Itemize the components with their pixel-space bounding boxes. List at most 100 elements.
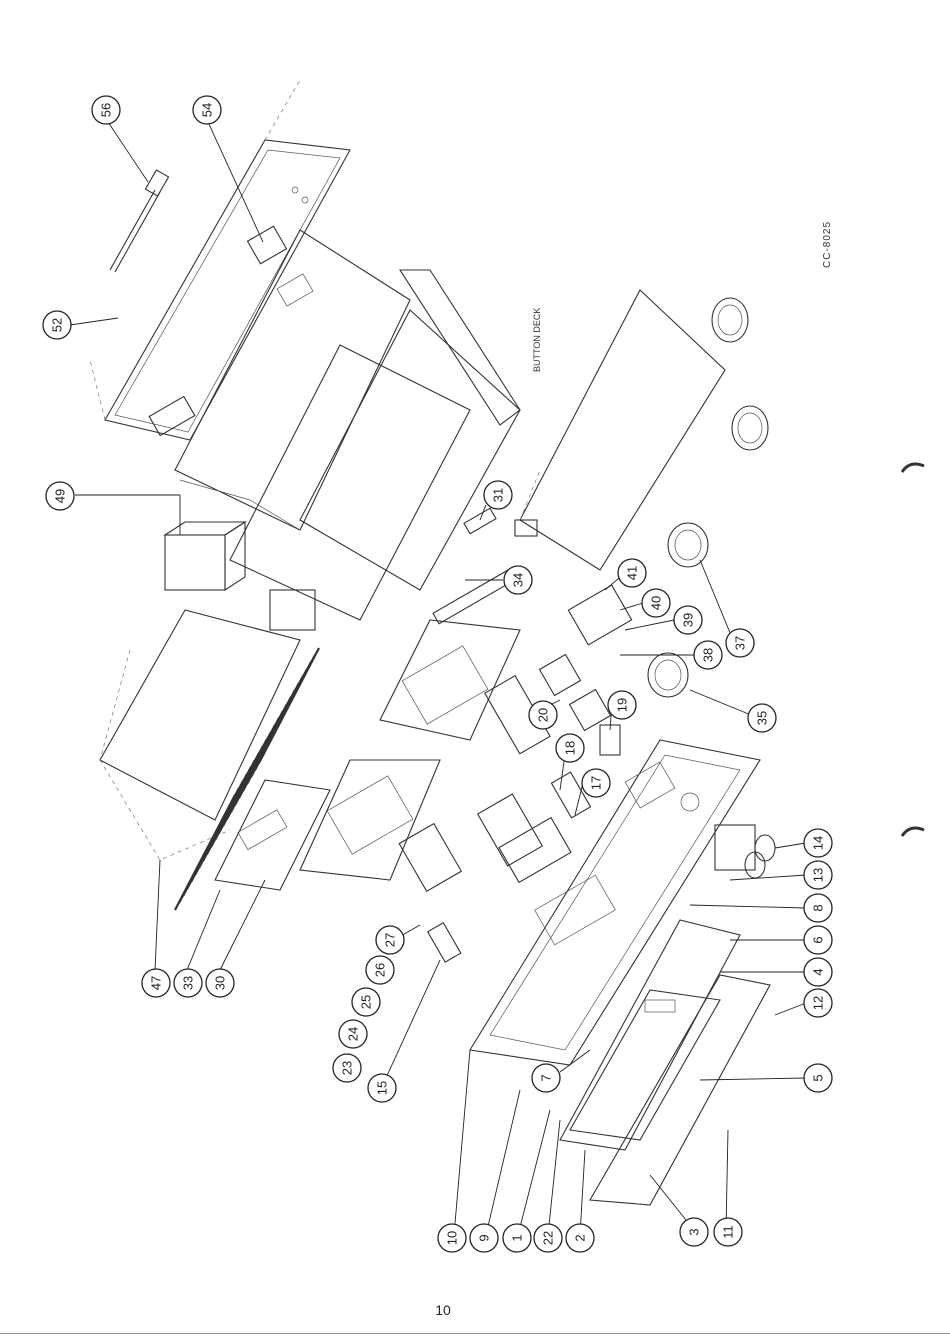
callout-number: 2 [573, 1234, 588, 1241]
callout-number: 35 [755, 711, 770, 725]
callout-number: 56 [99, 103, 114, 117]
callout-number: 24 [346, 1027, 361, 1041]
callout-number: 30 [213, 976, 228, 990]
callout-2: 2 [566, 1224, 594, 1252]
callout-27: 27 [376, 926, 404, 954]
callout-number: 3 [687, 1228, 702, 1235]
callout-number: 10 [445, 1231, 460, 1245]
part-54-block [248, 226, 287, 264]
callout-number: 11 [721, 1225, 736, 1239]
callout-12: 12 [804, 989, 832, 1017]
callout-3: 3 [680, 1218, 708, 1246]
callout-19: 19 [608, 691, 636, 719]
callout-9: 9 [470, 1224, 498, 1252]
callout-number: 19 [615, 698, 630, 712]
page-number: 10 [428, 1302, 458, 1318]
transformer [165, 522, 315, 630]
callout-52: 52 [43, 311, 71, 339]
callout-number: 34 [511, 573, 526, 587]
callout-number: 9 [477, 1234, 492, 1241]
callout-37: 37 [726, 629, 754, 657]
callout-number: 14 [811, 836, 826, 850]
callout-23: 23 [333, 1054, 361, 1082]
callout-8: 8 [804, 894, 832, 922]
callout-25: 25 [352, 988, 380, 1016]
callout-number: 15 [375, 1081, 390, 1095]
button-deck-panel [520, 290, 725, 570]
callout-number: 49 [53, 489, 68, 503]
callout-39: 39 [674, 606, 702, 634]
callout-number: 4 [811, 968, 826, 975]
doc-code: CC-8025 [822, 221, 833, 268]
callout-number: 1 [510, 1234, 525, 1241]
chassis-frame [175, 230, 520, 620]
callout-26: 26 [366, 956, 394, 984]
callout-number: 7 [539, 1074, 554, 1081]
tape-mechanism [300, 620, 520, 880]
callout-number: 39 [681, 613, 696, 627]
callout-47: 47 [142, 969, 170, 997]
callout-number: 27 [383, 933, 398, 947]
callout-10: 10 [438, 1224, 466, 1252]
power-cord [110, 170, 169, 272]
callout-18: 18 [556, 734, 584, 762]
callout-40: 40 [642, 589, 670, 617]
callout-20: 20 [529, 701, 557, 729]
callout-17: 17 [582, 769, 610, 797]
callout-number: 38 [701, 648, 716, 662]
callout-number: 23 [340, 1061, 355, 1075]
callout-number: 13 [811, 868, 826, 882]
callout-number: 5 [811, 1074, 826, 1081]
callout-number: 18 [563, 741, 578, 755]
callout-number: 26 [373, 963, 388, 977]
callout-56: 56 [92, 96, 120, 124]
callout-number: 8 [811, 904, 826, 911]
heatsink-grille [175, 648, 319, 910]
callout-number: 20 [536, 708, 551, 722]
callout-35: 35 [748, 704, 776, 732]
grille-slat [259, 648, 319, 763]
binder-hook-top [900, 458, 926, 480]
callout-number: 54 [200, 103, 215, 117]
callout-number: 25 [359, 995, 374, 1009]
callout-number: 33 [181, 976, 196, 990]
callout-24: 24 [339, 1020, 367, 1048]
callout-1: 1 [503, 1224, 531, 1252]
callout-31: 31 [484, 481, 512, 509]
callout-number: 6 [811, 936, 826, 943]
binder-hook-bottom [900, 822, 926, 844]
callout-34: 34 [504, 566, 532, 594]
callout-13: 13 [804, 861, 832, 889]
button-deck-label: BUTTON DECK [532, 308, 542, 372]
callout-number: 41 [625, 566, 640, 580]
callout-49: 49 [46, 482, 74, 510]
callout-number: 22 [541, 1231, 556, 1245]
callout-11: 11 [714, 1218, 742, 1246]
callout-38: 38 [694, 641, 722, 669]
callout-number: 12 [811, 996, 826, 1010]
callout-4: 4 [804, 958, 832, 986]
top-cover [90, 80, 350, 440]
callout-33: 33 [174, 969, 202, 997]
callout-number: 37 [733, 636, 748, 650]
front-panel [470, 740, 760, 1065]
callout-30: 30 [206, 969, 234, 997]
callout-number: 17 [589, 776, 604, 790]
callout-22: 22 [534, 1224, 562, 1252]
callout-14: 14 [804, 829, 832, 857]
callout-54: 54 [193, 96, 221, 124]
callout-41: 41 [618, 559, 646, 587]
callout-5: 5 [804, 1064, 832, 1092]
knobs [715, 825, 775, 878]
callout-15: 15 [368, 1074, 396, 1102]
callout-number: 40 [649, 596, 664, 610]
callout-number: 31 [491, 488, 506, 502]
deck-bracket [215, 780, 330, 890]
cassette-door [560, 920, 770, 1205]
callout-number: 47 [149, 976, 164, 990]
callout-7: 7 [532, 1064, 560, 1092]
callout-6: 6 [804, 926, 832, 954]
page-bottom-rule [0, 1333, 950, 1334]
